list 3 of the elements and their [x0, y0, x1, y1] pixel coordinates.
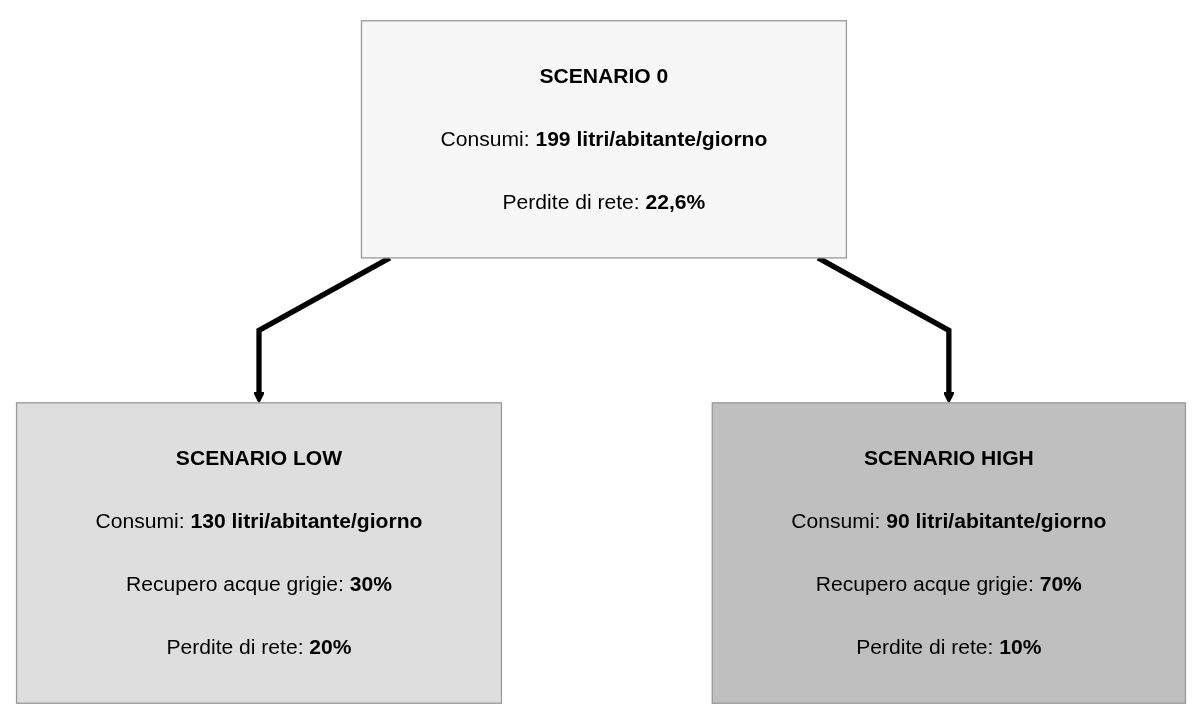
- node-box: SCENARIO 0 Consumi: 199 litri/abitante/giorno Perdite di rete: 22,6%: [360, 20, 848, 259]
- node-box: SCENARIO HIGH Consumi: 90 litri/abitante/giorno Recupero acque grigie: 70% Perdite di rete: 10%: [711, 402, 1187, 704]
- node-box: SCENARIO LOW Consumi: 130 litri/abitante/giorno Recupero acque grigie: 30% Perdite di rete: 20%: [15, 402, 503, 704]
